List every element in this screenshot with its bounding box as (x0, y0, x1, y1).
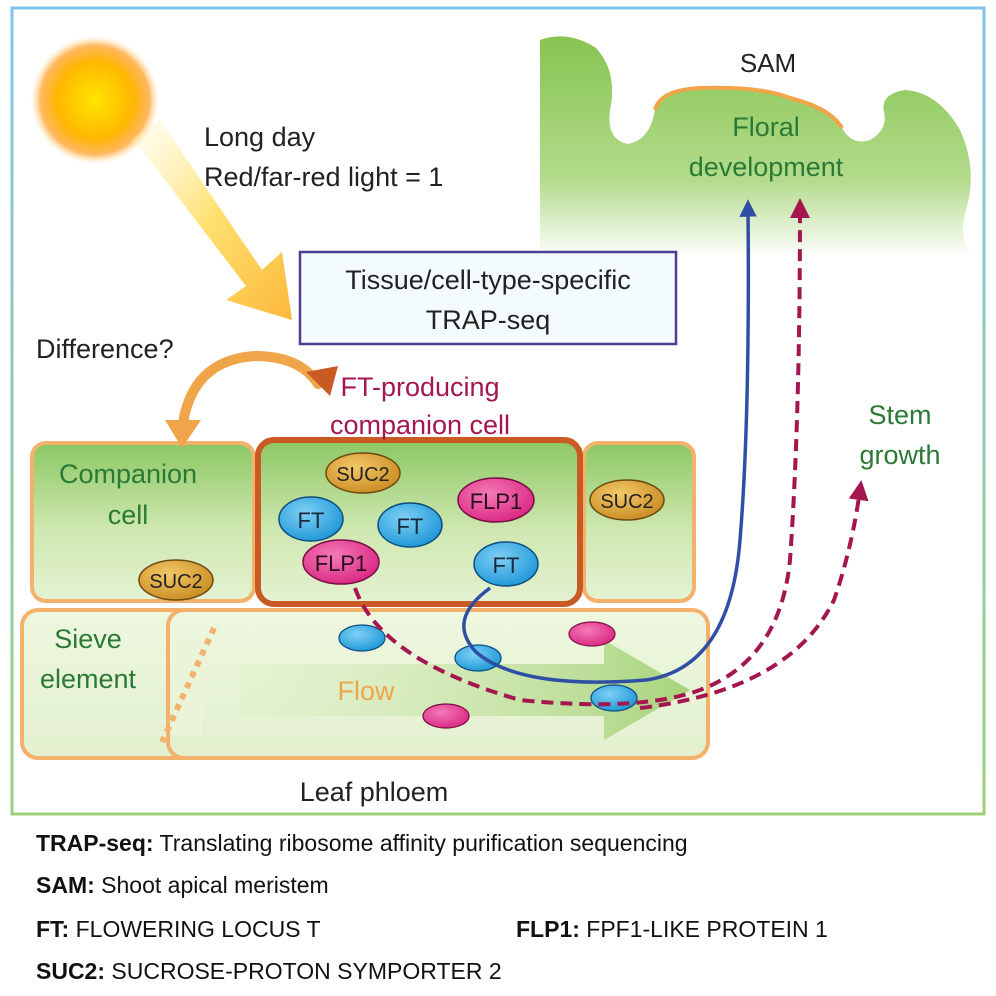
trap-box-line2: TRAP-seq (426, 305, 551, 335)
legend-ft: FT: FLOWERING LOCUS T (36, 916, 321, 943)
flp1-particle (422, 703, 470, 729)
flow-label: Flow (337, 676, 395, 706)
ft-particle (590, 684, 638, 712)
flp1-particle (568, 621, 616, 647)
flp1-path-arrow (353, 198, 810, 707)
sieve-element-line1: Sieve (54, 624, 122, 654)
protein-suc2-left: SUC2 (138, 559, 214, 601)
legend-term: TRAP-seq: (36, 830, 154, 856)
difference-label: Difference? (36, 334, 174, 364)
companion-cell-left (30, 441, 256, 603)
difference-arrowhead-left (165, 420, 201, 448)
companion-cell-line1: Companion (59, 459, 197, 489)
legend-suc2: SUC2: SUCROSE-PROTON SYMPORTER 2 (36, 958, 502, 985)
legend-flp1: FLP1: FPF1-LIKE PROTEIN 1 (516, 916, 828, 943)
companion-cell-line2: cell (108, 500, 149, 530)
protein-ft-2: FT (377, 502, 443, 548)
flow-arrow (240, 640, 690, 740)
protein-ft-3: FT (473, 541, 539, 587)
light-beam (130, 120, 292, 320)
ft-particle (338, 624, 386, 652)
legend-definition: SUCROSE-PROTON SYMPORTER 2 (111, 958, 502, 984)
flp1-label: FLP1 (470, 489, 523, 514)
floral-development-line1: Floral (732, 112, 800, 142)
ft-particle (454, 644, 502, 672)
flp1-label: FLP1 (315, 551, 368, 576)
sieve-element-line2: element (40, 664, 137, 694)
difference-arrow (177, 350, 323, 435)
sieve-plate-line (159, 626, 217, 744)
ft-path-arrow (462, 199, 757, 684)
legend-trap-seq: TRAP-seq: Translating ribosome affinity … (36, 830, 688, 857)
suc2-label: SUC2 (149, 571, 202, 593)
ft-label: FT (493, 553, 520, 578)
protein-flp1-2: FLP1 (302, 539, 380, 585)
legend-term: FLP1: (516, 916, 580, 942)
sam-label: SAM (740, 48, 796, 78)
legend-sam: SAM: Shoot apical meristem (36, 872, 329, 899)
ft-label: FT (298, 508, 325, 533)
legend-definition: Translating ribosome affinity purificati… (159, 830, 688, 856)
ft-cell-label-line2: companion cell (330, 410, 510, 440)
sun-icon (31, 36, 159, 164)
legend-definition: Shoot apical meristem (101, 872, 329, 898)
phloem-diagram: SUC2 SUC2 SUC2 FT FT FT FLP1 FLP1 Long d… (10, 6, 986, 816)
floral-development-line2: development (689, 152, 844, 182)
legend-term: SAM: (36, 872, 95, 898)
stem-growth-line1: Stem (868, 400, 931, 430)
protein-ft-1: FT (278, 496, 344, 542)
stem-growth-line2: growth (859, 440, 940, 470)
frame (10, 6, 986, 816)
sun-text-line2: Red/far-red light = 1 (204, 162, 443, 192)
sun-text-line1: Long day (204, 122, 316, 152)
companion-cell-right (582, 441, 696, 603)
trap-seq-box (298, 250, 678, 346)
ft-cell-label-line1: FT-producing (340, 372, 499, 402)
leaf-phloem-label: Leaf phloem (300, 777, 449, 807)
legend-definition: FLOWERING LOCUS T (75, 916, 321, 942)
suc2-label: SUC2 (336, 464, 389, 486)
protein-suc2-ft-cell: SUC2 (325, 452, 401, 494)
legend-term: FT: (36, 916, 70, 942)
suc2-label: SUC2 (600, 491, 653, 513)
difference-arrowhead-right (306, 366, 338, 396)
legend-term: SUC2: (36, 958, 106, 984)
sam-outline (653, 85, 844, 130)
ft-label: FT (397, 514, 424, 539)
sam-shape (540, 36, 972, 258)
protein-suc2-right: SUC2 (589, 479, 665, 521)
stem-growth-arrow (639, 480, 869, 710)
trap-box-line1: Tissue/cell-type-specific (345, 265, 631, 295)
legend-definition: FPF1-LIKE PROTEIN 1 (586, 916, 828, 942)
protein-flp1-1: FLP1 (457, 477, 535, 523)
